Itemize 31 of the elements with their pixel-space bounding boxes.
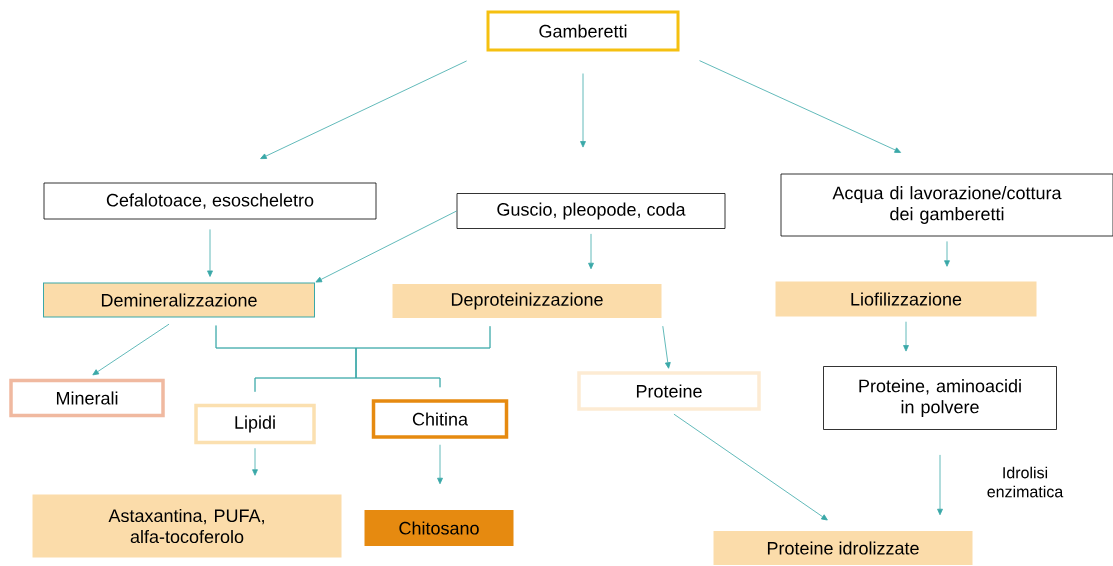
arrow [673, 413, 828, 521]
arrow [580, 73, 586, 148]
arrow [252, 447, 258, 476]
input-box: Guscio, pleopode, coda [456, 193, 726, 229]
product-box: Minerali [9, 378, 165, 418]
arrow [903, 321, 909, 352]
arrow [937, 454, 943, 516]
process-box: Demineralizzazione [43, 282, 315, 318]
arrow [944, 241, 950, 267]
source-box: Gamberetti [486, 10, 680, 52]
product-box: Chitosano [364, 510, 514, 546]
product-box: Chitina [371, 399, 509, 439]
input-box: Cefalotoace, esoscheletro [43, 182, 377, 220]
arrow [699, 60, 901, 153]
arrow [662, 325, 671, 369]
arrow [588, 233, 594, 270]
arrow [260, 60, 468, 159]
arrow [92, 323, 170, 376]
process-box: Deproteinizzazione [392, 284, 662, 318]
connector-line [355, 325, 491, 388]
product-box: Astaxantina, PUFA, alfa-tocoferolo [32, 494, 342, 558]
product-box: Proteine [577, 371, 761, 411]
arrow [315, 210, 457, 283]
arrow [207, 229, 213, 277]
arrow [437, 444, 443, 485]
process-box: Liofilizzazione [775, 281, 1037, 317]
product-box: Proteine, aminoacidi in polvere [823, 366, 1057, 430]
input-box: Acqua di lavorazione/cottura dei gamberetti [780, 173, 1113, 237]
product-box: Proteine idrolizzate [713, 531, 973, 565]
product-box: Lipidi [194, 403, 316, 445]
edge-label: Idrolisi enzimatica [974, 465, 1076, 499]
